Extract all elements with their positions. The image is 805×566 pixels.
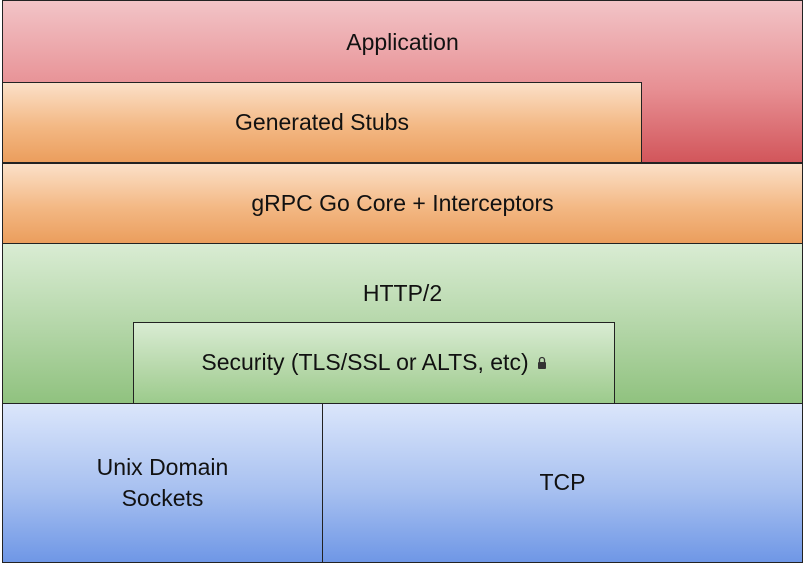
security-label: Security (TLS/SSL or ALTS, etc) xyxy=(201,349,529,376)
security-layer: Security (TLS/SSL or ALTS, etc) xyxy=(133,322,615,404)
lock-icon xyxy=(537,356,547,370)
http2-label: HTTP/2 xyxy=(362,280,443,306)
unix-domain-sockets-label-line1: Unix Domain xyxy=(96,453,229,480)
tcp-layer: TCP xyxy=(322,403,803,563)
generated-stubs-layer: Generated Stubs xyxy=(2,82,642,163)
unix-domain-sockets-label-line2: Sockets xyxy=(121,485,204,511)
grpc-core-label: gRPC Go Core + Interceptors xyxy=(251,189,554,216)
generated-stubs-label: Generated Stubs xyxy=(235,108,409,135)
tcp-label: TCP xyxy=(539,469,586,496)
grpc-core-layer: gRPC Go Core + Interceptors xyxy=(2,163,803,244)
unix-domain-sockets-layer: Unix Domain Sockets xyxy=(2,403,323,563)
application-label: Application xyxy=(346,29,459,55)
